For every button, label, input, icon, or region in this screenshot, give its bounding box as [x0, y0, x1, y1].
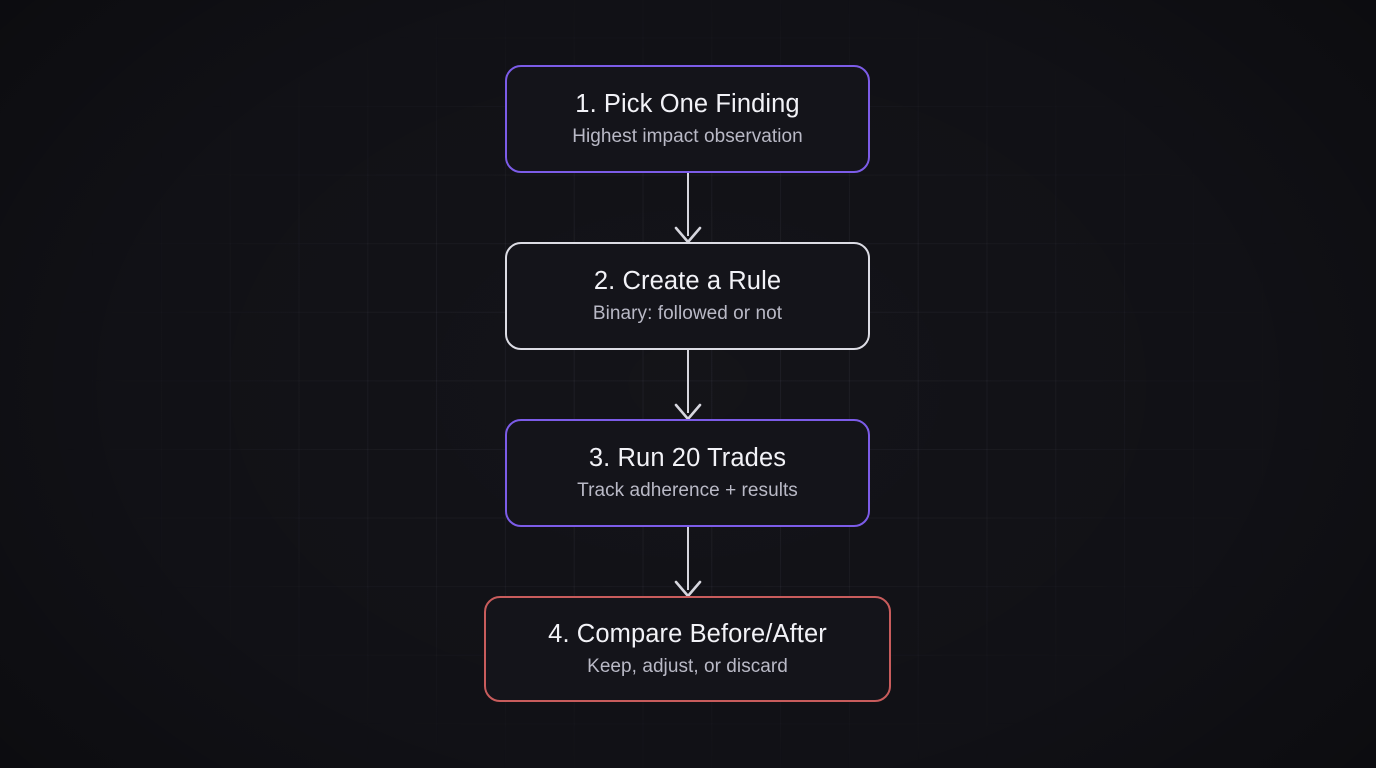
flow-node-title: 3. Run 20 Trades [588, 444, 787, 473]
flow-node-compare-before-after[interactable]: 4. Compare Before/After Keep, adjust, or… [484, 596, 891, 702]
flow-node-create-a-rule[interactable]: 2. Create a Rule Binary: followed or not [505, 242, 870, 350]
flow-node-pick-one-finding[interactable]: 1. Pick One Finding Highest impact obser… [505, 65, 870, 173]
flow-node-subtitle: Track adherence + results [577, 480, 798, 502]
flow-node-title: 4. Compare Before/After [548, 620, 827, 649]
flow-node-subtitle: Keep, adjust, or discard [587, 656, 788, 678]
flow-node-title: 2. Create a Rule [593, 267, 782, 296]
flow-node-subtitle: Binary: followed or not [592, 303, 783, 325]
flow-node-run-20-trades[interactable]: 3. Run 20 Trades Track adherence + resul… [505, 419, 870, 527]
flow-node-title: 1. Pick One Finding [575, 90, 800, 119]
flow-node-subtitle: Highest impact observation [572, 126, 803, 148]
